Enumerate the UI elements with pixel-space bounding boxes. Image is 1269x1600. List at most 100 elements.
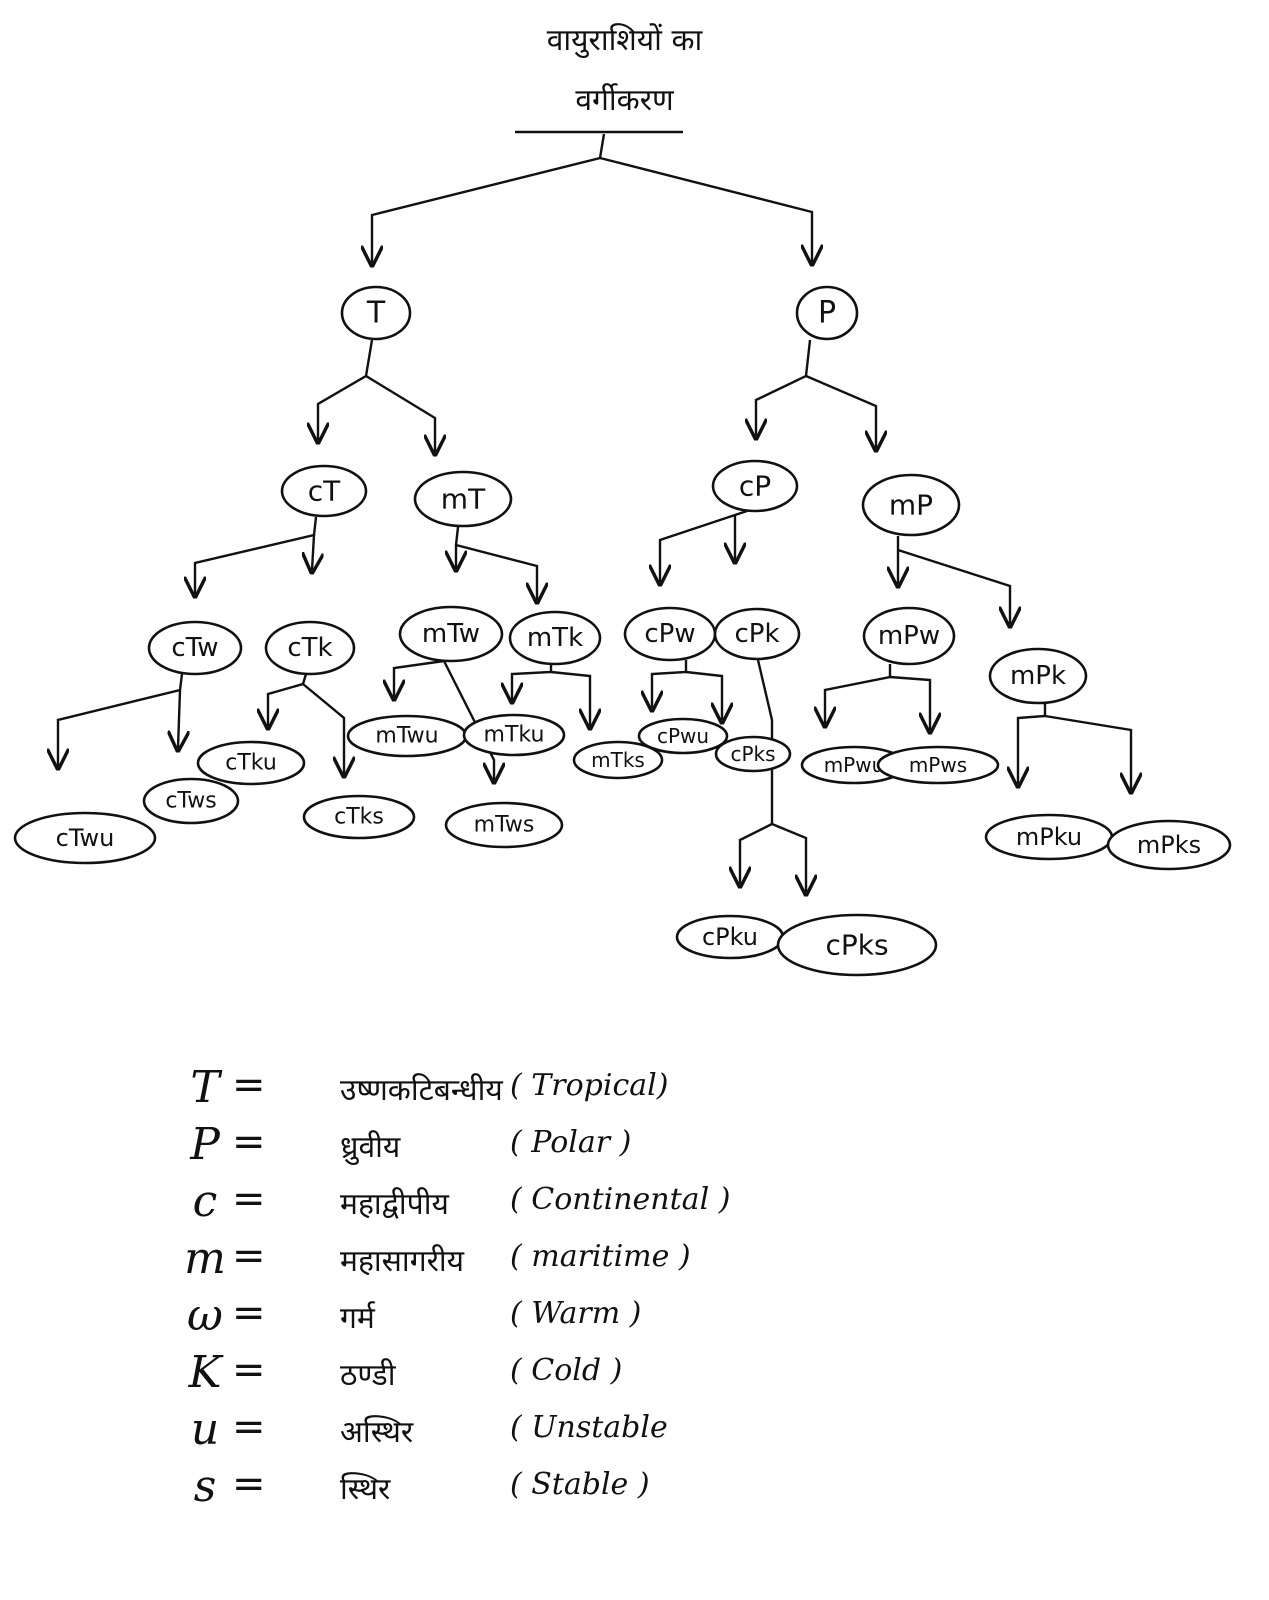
node-ellipse (462, 713, 566, 757)
tree-node-ct: cT (280, 464, 368, 518)
node-label: cTku (225, 751, 277, 776)
node-label: cTws (165, 789, 216, 814)
tree-node-cpwu: cPwu (637, 717, 729, 755)
node-label: cPks (825, 929, 888, 962)
node-ellipse (264, 620, 356, 676)
tree-node-mtws: mTws (444, 801, 564, 849)
tree-arrow (550, 670, 590, 726)
node-ellipse (637, 717, 729, 755)
tree-node-mtw: mTw (398, 605, 504, 663)
node-ellipse (711, 459, 799, 513)
tree-arrow (897, 548, 1010, 624)
tree-node-ctks: cTks (302, 794, 416, 840)
node-label: mPks (1137, 831, 1201, 859)
tree-node-ctws: cTws (142, 777, 240, 825)
node-label: P (818, 296, 836, 331)
node-label: mPw (878, 621, 940, 651)
node-ellipse (508, 610, 602, 666)
tree-arrow (455, 543, 537, 600)
equals-sign: = (232, 1119, 266, 1165)
tree-arrow (178, 689, 180, 748)
legend-hindi-term: ठण्डी (340, 1358, 396, 1393)
legend-english-term: ( Tropical) (510, 1068, 669, 1103)
legend-code: K (188, 1347, 222, 1398)
node-label: mTku (484, 723, 545, 748)
legend-hindi-term: महासागरीय (340, 1244, 465, 1279)
tree-arrow (312, 534, 314, 570)
tree-node-cpks: cPks (714, 735, 792, 773)
node-ellipse (1106, 819, 1232, 871)
node-label: cTks (334, 805, 384, 830)
node-ellipse (147, 620, 243, 676)
equals-sign: = (232, 1461, 266, 1507)
tree-arrow (825, 664, 892, 724)
legend-english-term: ( Stable ) (510, 1467, 650, 1502)
legend-code: ω (187, 1290, 223, 1341)
node-label: mPk (1010, 661, 1066, 691)
node-label: cPw (644, 619, 695, 649)
node-ellipse (444, 801, 564, 849)
node-label: mTwu (375, 724, 438, 749)
node-ellipse (795, 285, 859, 341)
node-label: cTk (287, 633, 332, 663)
legend-hindi-term: महाद्वीपीय (340, 1187, 449, 1222)
tree-node-ctwu: cTwu (13, 811, 157, 865)
node-ellipse (398, 605, 504, 663)
node-label: cPwu (657, 724, 709, 748)
tree-node-mtks: mTks (572, 740, 664, 780)
node-label: mT (441, 483, 486, 516)
legend-code: m (184, 1233, 226, 1284)
legend-code: u (190, 1404, 220, 1455)
node-label: mTw (422, 619, 480, 649)
node-ellipse (142, 777, 240, 825)
node-ellipse (861, 473, 961, 537)
node-label: cTw (171, 633, 218, 663)
node-ellipse (862, 606, 956, 666)
tree-arrow (685, 670, 722, 720)
tree-arrow (660, 509, 748, 582)
tree-arrow (771, 822, 806, 892)
diagram-title-line-2: वर्गीकरण (575, 83, 674, 118)
equals-sign: = (232, 1176, 266, 1222)
tree-node-mpw: mPw (862, 606, 956, 666)
node-ellipse (413, 470, 513, 528)
tree-node-mpku: mPku (984, 813, 1114, 861)
node-label: mTks (591, 748, 645, 772)
node-ellipse (302, 794, 416, 840)
node-ellipse (876, 745, 1000, 785)
tree-node-mpks: mPks (1106, 819, 1232, 871)
node-label: cPk (734, 619, 779, 649)
legend-english-term: ( Unstable (510, 1410, 668, 1445)
tree-node-mtwu: mTwu (346, 714, 468, 758)
node-label: T (366, 296, 386, 331)
tree-node-mp: mP (861, 473, 961, 537)
tree-arrow (195, 516, 318, 594)
tree-arrow (652, 660, 688, 708)
tree-arrow (318, 339, 374, 440)
node-ellipse (713, 607, 801, 661)
node-label: cP (739, 470, 771, 503)
tree-arrow (365, 374, 435, 452)
legend-english-term: ( Cold ) (510, 1353, 623, 1388)
legend-english-term: ( Continental ) (510, 1182, 731, 1217)
node-label: cTwu (56, 824, 115, 852)
tree-node-ctku: cTku (196, 740, 306, 786)
node-ellipse (988, 647, 1088, 705)
legend-hindi-term: उष्णकटिबन्धीय (340, 1073, 503, 1108)
tree-arrow (756, 339, 812, 436)
node-label: mP (889, 489, 933, 522)
equals-sign: = (232, 1233, 266, 1279)
node-ellipse (13, 811, 157, 865)
node-label: cT (308, 475, 341, 508)
equals-sign: = (232, 1290, 266, 1336)
tree-arrow (394, 659, 445, 697)
tree-node-cpk: cPk (713, 607, 801, 661)
tree-arrow (599, 156, 812, 262)
